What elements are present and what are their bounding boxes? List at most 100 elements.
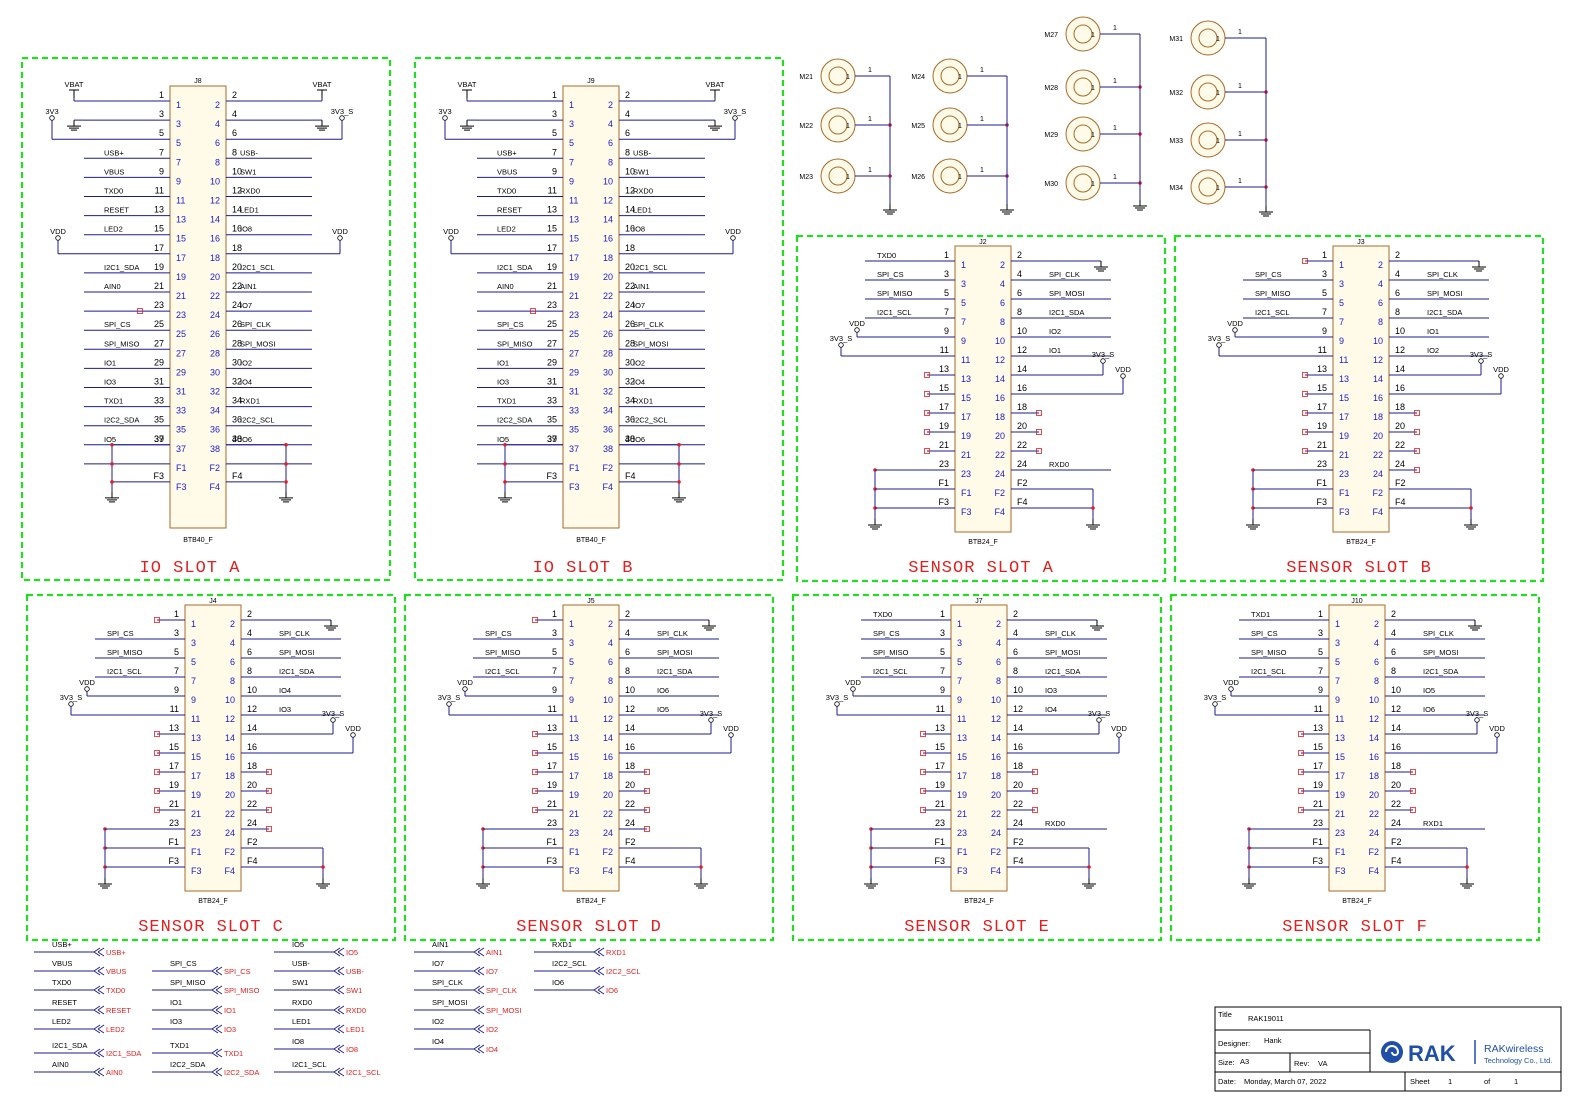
ground-symbol	[476, 878, 490, 889]
pin-number: 2	[1391, 609, 1396, 619]
pin-inner: 18	[210, 253, 220, 263]
pin-inner: 5	[569, 138, 574, 148]
power-label: VDD	[725, 227, 741, 236]
slot-title: IO SLOT B	[533, 559, 634, 578]
port-net-label: SPI_CS	[170, 959, 197, 968]
pin-inner: 30	[603, 367, 613, 377]
mount-pin-inner: 1	[846, 74, 850, 81]
tb-size: A3	[1240, 1057, 1249, 1066]
pin-inner: F4	[1368, 866, 1379, 876]
power-flag: VDD	[1489, 724, 1505, 738]
pin-inner: F3	[569, 866, 580, 876]
pin-number: 40	[625, 434, 635, 444]
pin-number: 9	[552, 166, 557, 176]
no-connect-marker	[154, 788, 160, 794]
power-flag: 3V3_S	[1470, 350, 1492, 364]
net-label: IO5	[657, 705, 669, 714]
no-connect-marker	[924, 391, 930, 397]
pin-inner: 11	[569, 196, 578, 206]
pin-number: 23	[547, 818, 557, 828]
power-label: VDD	[50, 227, 66, 236]
pin-number: 8	[625, 147, 630, 157]
pin-number: 4	[1017, 269, 1022, 279]
pin-inner: F1	[1339, 488, 1350, 498]
pin-inner: 7	[1335, 676, 1340, 686]
pin-inner: F3	[1339, 507, 1350, 517]
pin-number: 27	[547, 338, 557, 348]
mount-ref: M23	[799, 174, 813, 181]
pin-number: 19	[1317, 421, 1327, 431]
power-label: VDD	[849, 319, 865, 328]
power-label: VDD	[79, 678, 95, 687]
pin-number: 13	[547, 205, 557, 215]
pin-inner: 22	[225, 809, 235, 819]
pin-number: 7	[1322, 307, 1327, 317]
net-label: IO2	[240, 358, 252, 367]
pin-number: 33	[154, 396, 164, 406]
pin-inner: 9	[1335, 695, 1340, 705]
port-name: AIN0	[106, 1068, 123, 1077]
pin-inner: 11	[191, 714, 200, 724]
net-label: RXD0	[240, 187, 260, 196]
pin-number: 4	[232, 109, 237, 119]
power-label: 3V3_S	[700, 709, 723, 718]
pin-number: F4	[1013, 856, 1024, 866]
pin-inner: 22	[1369, 809, 1379, 819]
net-label: SPI_CS	[104, 320, 131, 329]
pin-inner: 23	[569, 828, 579, 838]
pin-number: 24	[625, 300, 635, 310]
port-net-label: IO1	[170, 998, 182, 1007]
pin-inner: 1	[1335, 619, 1340, 629]
pin-number: 23	[169, 818, 179, 828]
pin-number: 3	[944, 269, 949, 279]
pin-number: F1	[1312, 837, 1323, 847]
pin-inner: 4	[1378, 279, 1383, 289]
pin-number: 12	[625, 704, 635, 714]
pin-number: 6	[1391, 647, 1396, 657]
pin-inner: 6	[1374, 657, 1379, 667]
power-circle	[850, 686, 856, 692]
pin-number: 20	[1017, 421, 1027, 431]
power-circle	[1232, 327, 1238, 333]
slot-border	[20, 56, 392, 582]
net-label: TXD1	[104, 397, 123, 406]
pin-inner: 22	[995, 450, 1005, 460]
tb-date-label: Date:	[1218, 1077, 1236, 1086]
power-circle	[1478, 358, 1484, 364]
pin-number: 15	[154, 224, 164, 234]
power-label: 3V3_S	[1204, 693, 1227, 702]
pin-inner: F1	[569, 463, 580, 473]
power-label: 3V3	[438, 107, 451, 116]
power-label: VDD	[332, 227, 348, 236]
pin-number: 1	[940, 609, 945, 619]
pin-number: 11	[548, 186, 557, 196]
junction-dot	[503, 443, 507, 447]
pin-number: 4	[625, 109, 630, 119]
tb-rev-label: Rev:	[1294, 1059, 1309, 1068]
pin-inner: 1	[569, 619, 574, 629]
port-net-label: AIN0	[52, 1060, 69, 1069]
port-arrow	[473, 1044, 485, 1054]
pin-inner: 12	[991, 714, 1001, 724]
port-net-label: RESET	[52, 998, 77, 1007]
net-label: IO7	[240, 301, 252, 310]
ground-symbol	[105, 491, 119, 503]
pin-number: F4	[232, 471, 243, 481]
mount-pin-number: 1	[1238, 29, 1242, 36]
pin-inner: 33	[569, 406, 579, 416]
net-label: I2C1_SDA	[657, 667, 692, 676]
port-name: IO3	[224, 1025, 236, 1034]
pin-inner: 13	[191, 733, 201, 743]
port-net-label: LED1	[292, 1017, 311, 1026]
ground-symbol	[1086, 519, 1100, 530]
net-label: IO3	[279, 705, 291, 714]
power-flag: 3V3_S	[1466, 709, 1488, 723]
pin-number: 21	[935, 799, 945, 809]
pin-number: 13	[1313, 723, 1323, 733]
net-label: SPI_CLK	[279, 629, 310, 638]
pin-inner: 12	[603, 196, 613, 206]
power-flag: VDD	[79, 678, 95, 692]
net-label: SPI_MOSI	[1045, 648, 1080, 657]
power-label: 3V3_S	[724, 107, 747, 116]
pin-number: 7	[552, 147, 557, 157]
